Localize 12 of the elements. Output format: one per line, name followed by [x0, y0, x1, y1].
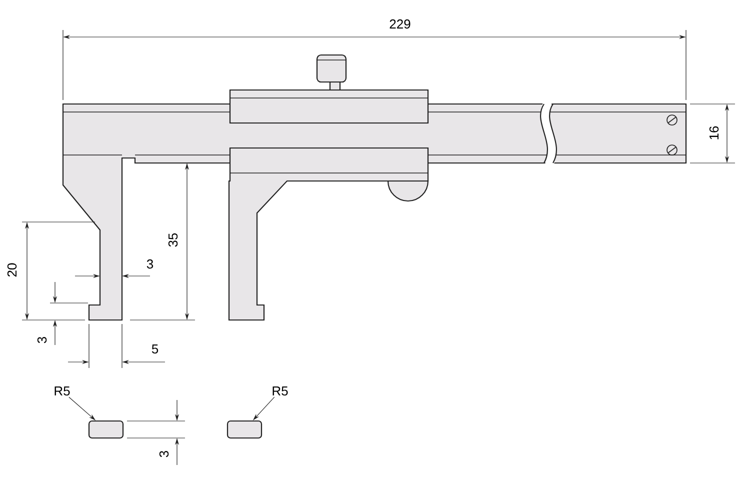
radius-label: R5: [272, 386, 288, 396]
dimension-label: 20: [7, 263, 17, 277]
dimension-label: 5: [152, 344, 158, 354]
jaw-tip-section: [226, 420, 262, 439]
dimension-label: 35: [168, 233, 178, 247]
dimension-label: 229: [390, 19, 410, 29]
dimension-label: 3: [37, 336, 47, 344]
jaw-tip-section: [88, 420, 124, 439]
radius-label: R5: [54, 386, 70, 396]
dimension-label: 3: [146, 259, 154, 269]
dimension-label: 3: [159, 450, 169, 458]
dimension-label: 16: [709, 126, 719, 140]
